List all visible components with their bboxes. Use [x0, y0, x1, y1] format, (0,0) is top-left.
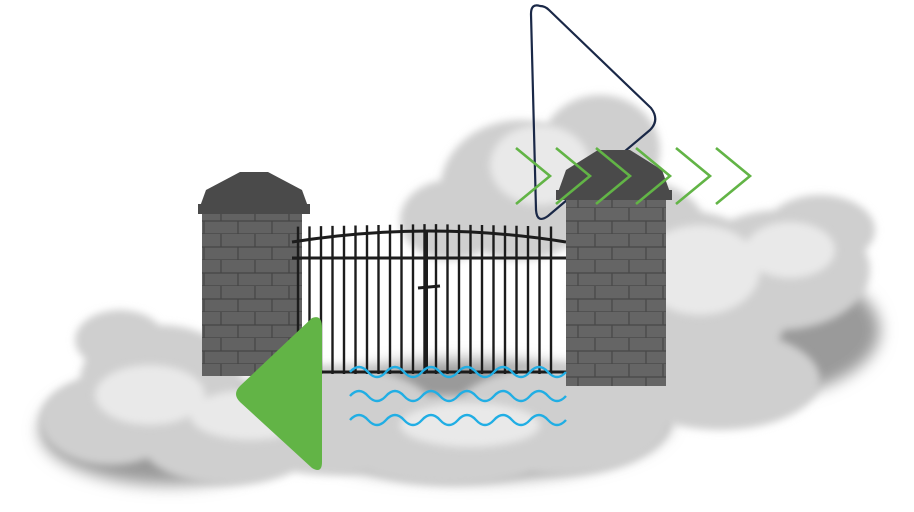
- wave-line: [349, 365, 567, 379]
- chevrons-right-icon: [515, 146, 753, 206]
- iron-gate: [291, 224, 567, 374]
- wave-line: [349, 389, 567, 403]
- triangle-left-icon: [236, 317, 322, 470]
- stone-pillar-right: [556, 150, 672, 386]
- wave-lines-icon: [349, 365, 567, 427]
- wave-line: [349, 413, 567, 427]
